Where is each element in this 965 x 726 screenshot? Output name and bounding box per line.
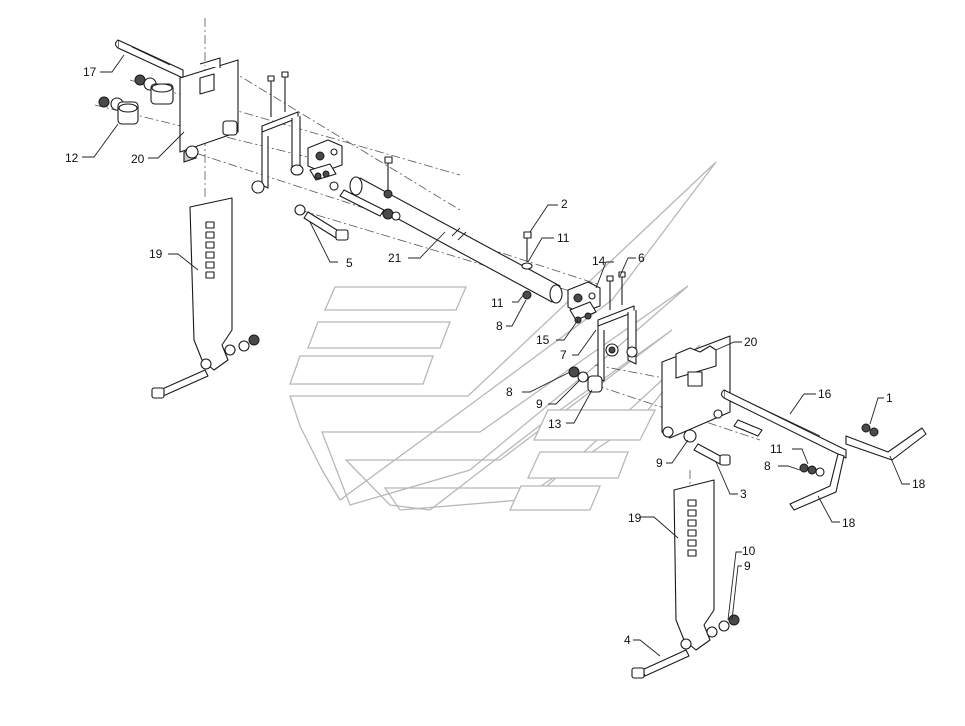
part-1-bolt <box>799 423 879 477</box>
part-12-bushings <box>98 74 174 125</box>
callout-3: 3 <box>740 487 747 501</box>
leader-lines <box>82 54 910 657</box>
callout-10: 10 <box>742 544 756 558</box>
left-bracket <box>251 71 304 194</box>
callout-19-left: 19 <box>149 247 163 261</box>
callout-11-right: 11 <box>770 442 783 456</box>
part-21-shaft <box>349 176 563 304</box>
part-6-right-bracket <box>587 271 638 393</box>
callout-9-right: 9 <box>656 456 663 470</box>
callout-13: 13 <box>548 417 562 431</box>
callout-1: 1 <box>886 391 893 405</box>
callout-6: 6 <box>638 251 645 265</box>
callout-14: 14 <box>592 254 606 268</box>
callout-18-right: 18 <box>912 477 926 491</box>
callout-labels: 17 12 20 19 5 21 2 11 14 6 11 8 15 7 8 9… <box>65 65 926 647</box>
callout-19-right: 19 <box>628 511 642 525</box>
callout-5: 5 <box>346 256 353 270</box>
part-14-right-clamp-block <box>567 281 601 324</box>
part-17-adjustment-bar <box>114 39 184 79</box>
callout-17: 17 <box>83 65 97 79</box>
shaft-bolt <box>383 156 393 199</box>
callout-11-left: 11 <box>491 296 504 310</box>
callout-21: 21 <box>388 251 402 265</box>
callout-2: 2 <box>561 197 568 211</box>
callout-18-lower: 18 <box>842 516 856 530</box>
center-washers <box>568 366 589 383</box>
watermark-logo <box>289 161 717 511</box>
callout-16: 16 <box>818 387 832 401</box>
callout-7: 7 <box>560 348 567 362</box>
callout-9-lower: 9 <box>744 559 751 573</box>
callout-9-center: 9 <box>536 397 543 411</box>
callout-8-upper: 8 <box>496 319 503 333</box>
callout-11-center: 11 <box>557 231 570 245</box>
left-clamp-block <box>307 139 343 181</box>
callout-20-left: 20 <box>131 152 145 166</box>
part-20-left-plate <box>179 57 239 163</box>
part-2-bolt <box>521 231 533 300</box>
callout-20-right: 20 <box>744 335 758 349</box>
part-20-right-plate <box>661 335 731 439</box>
part-19-right-adjuster <box>631 479 740 679</box>
part-18-handles <box>789 427 927 511</box>
callout-8-right: 8 <box>764 459 771 473</box>
part-3-bolt <box>683 419 763 466</box>
part-16-adjustment-bar <box>720 389 847 459</box>
part-5-bolt <box>294 181 401 241</box>
part-19-left-adjuster <box>151 197 260 399</box>
callout-12: 12 <box>65 151 79 165</box>
callout-8-center: 8 <box>506 385 513 399</box>
callout-4: 4 <box>624 633 631 647</box>
callout-15: 15 <box>536 333 550 347</box>
